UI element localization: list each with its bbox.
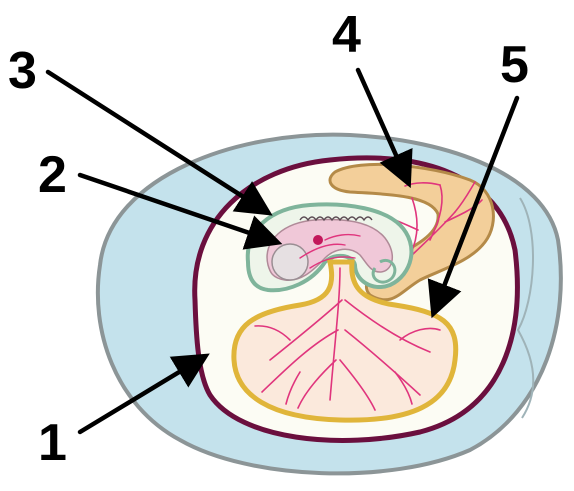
callout-5: 5 bbox=[500, 36, 529, 94]
callout-2: 2 bbox=[38, 146, 67, 204]
embryo-heart bbox=[313, 235, 323, 245]
embryo-head bbox=[272, 244, 308, 280]
callout-4: 4 bbox=[332, 6, 361, 64]
callout-1: 1 bbox=[38, 414, 67, 472]
callout-3: 3 bbox=[8, 42, 37, 100]
